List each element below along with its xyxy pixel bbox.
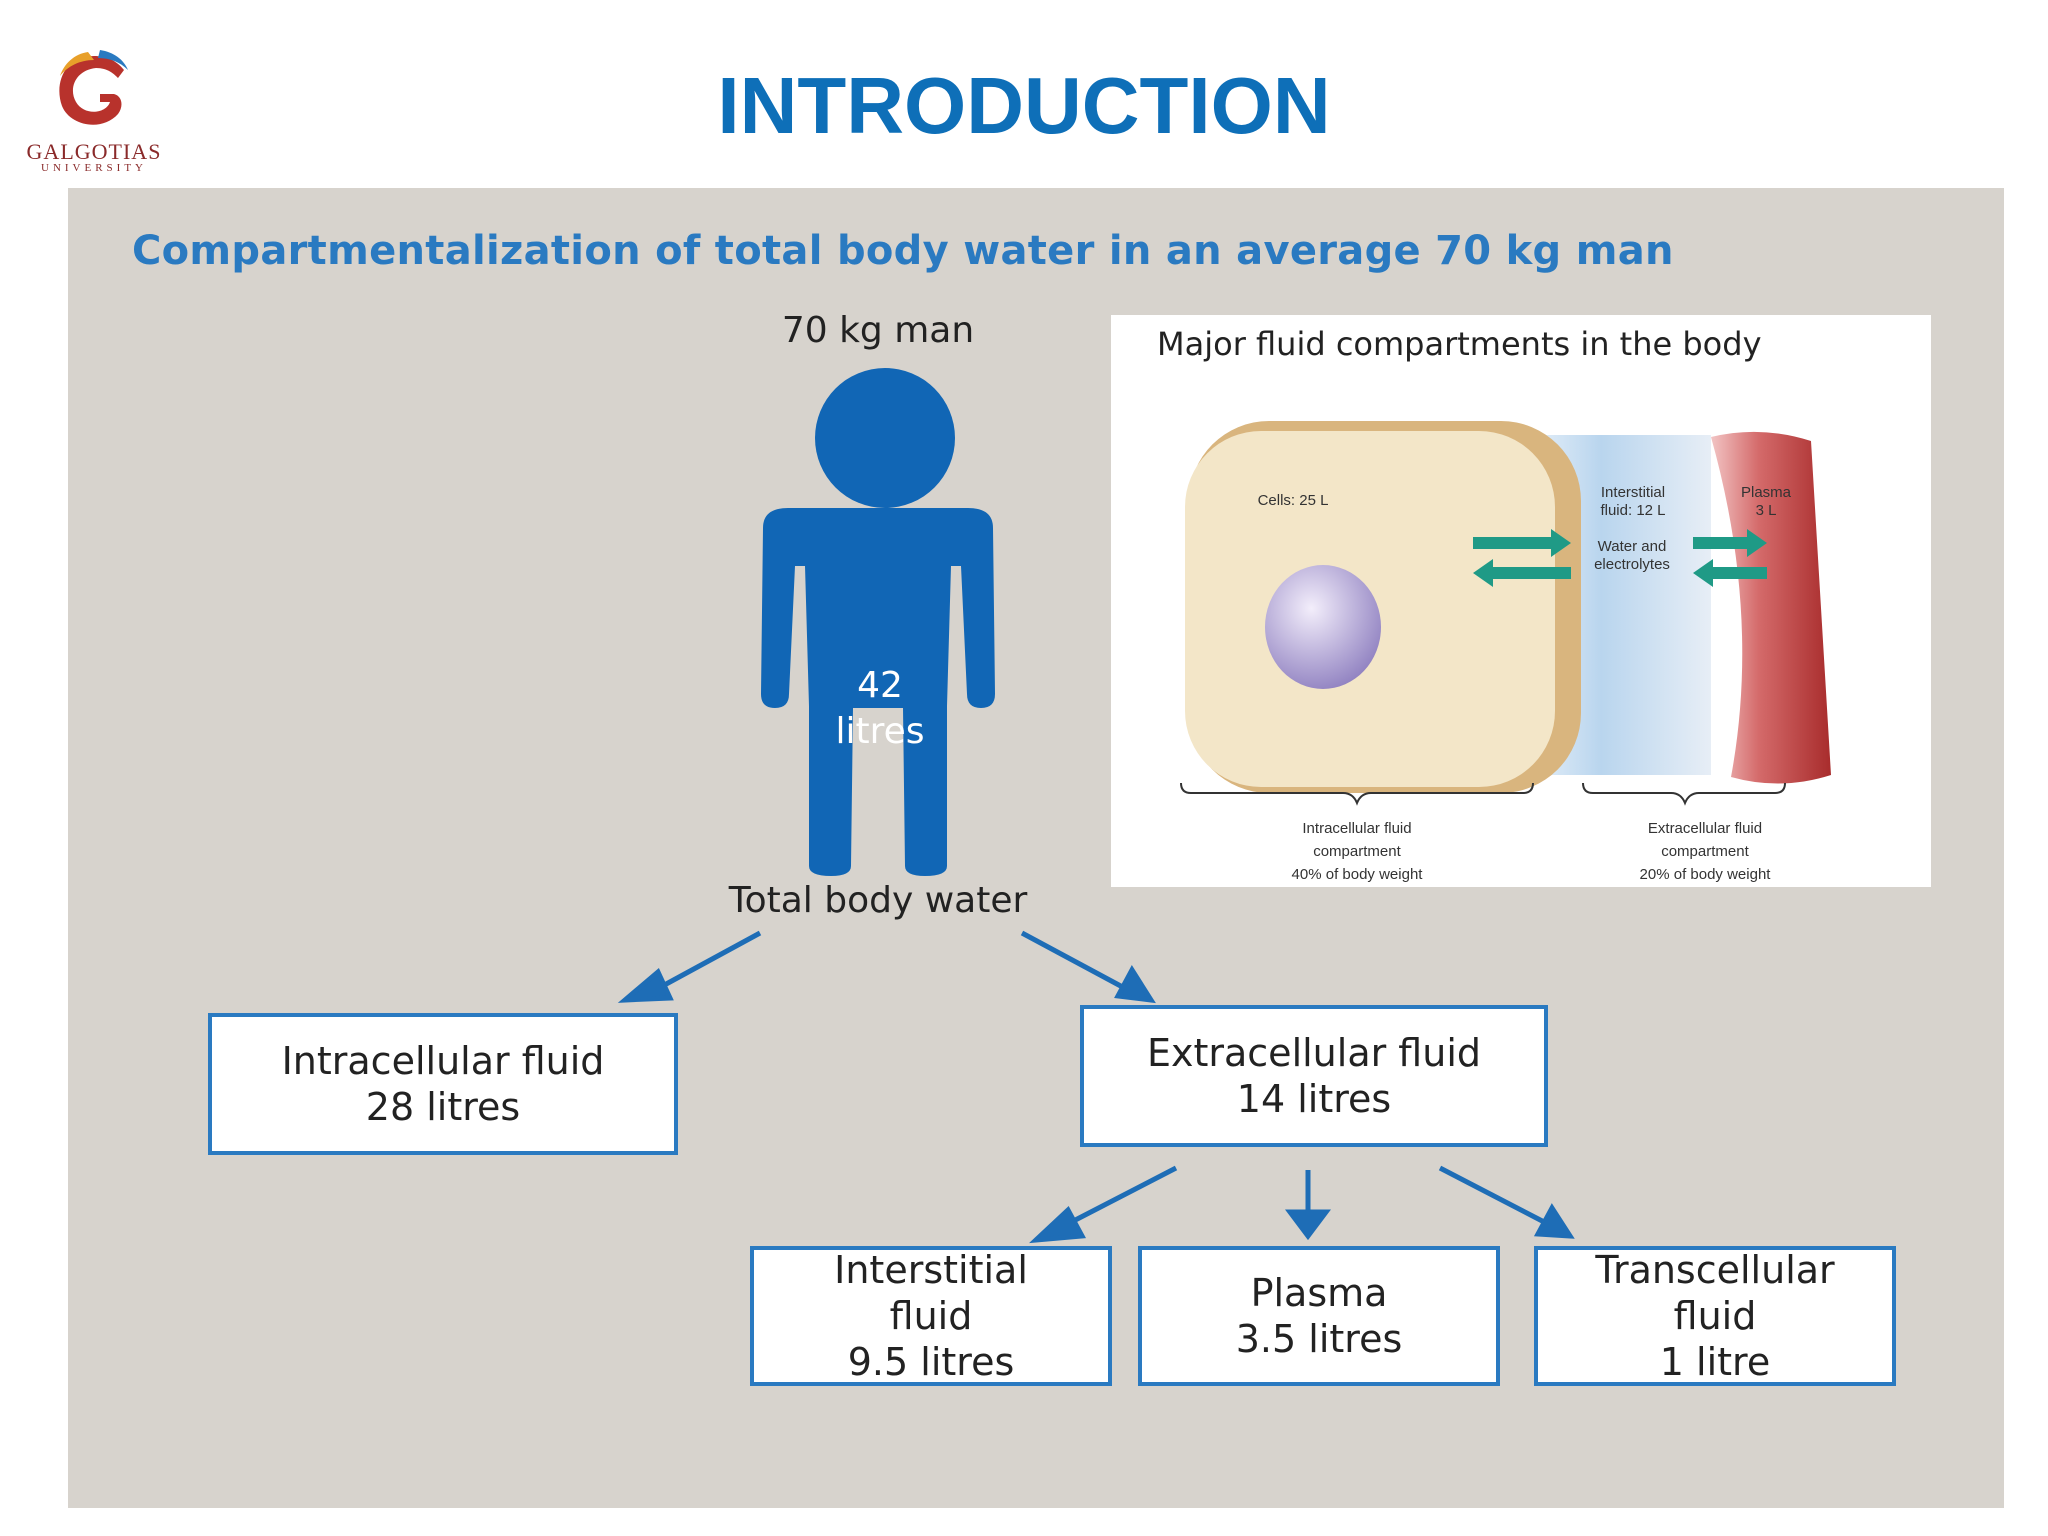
fluid-compartments-inset: Cells: 25 L Interstitial fluid: 12 L Pla… [1111,315,1931,887]
icf-label: Intracellular fluid [281,1039,605,1083]
icf-volume: 28 litres [365,1085,521,1129]
human-figure: 42 litres [733,368,1023,880]
arrow-to-transcellular [1438,1165,1550,1227]
man-label: 70 kg man [781,310,975,351]
interstitial-box: Interstitial fluid 9.5 litres [750,1246,1112,1386]
inset-interstitial-label: Interstitial [1601,484,1665,501]
logo-subtext: UNIVERSITY [41,162,147,174]
inset-plasma-label: Plasma [1741,484,1792,501]
inset-water-label: Water and [1598,538,1667,555]
total-body-water-label: Total body water [728,880,1028,921]
inset-icf-label-3: 40% of body weight [1292,866,1424,883]
inset-interstitial-label-2: fluid: 12 L [1600,502,1665,519]
interstitial-volume: 9.5 litres [847,1340,1015,1384]
logo-wordmark: GALGOTIAS [26,139,162,164]
ecf-box: Extracellular fluid 14 litres [1080,1005,1548,1147]
flow-arrows [617,930,1575,1244]
compartment-braces [1180,782,1786,806]
diagram-subtitle: Compartmentalization of total body water… [132,228,1674,274]
ecf-label: Extracellular fluid [1146,1031,1482,1075]
inset-ecf-label: Extracellular fluid [1648,820,1762,837]
logo-swirl-icon [59,50,128,125]
inset-icf-label: Intracellular fluid [1302,820,1411,837]
plasma-box: Plasma 3.5 litres [1138,1246,1500,1386]
icf-box: Intracellular fluid 28 litres [208,1013,678,1155]
diagram-panel: Compartmentalization of total body water… [68,188,2004,1508]
ecf-volume: 14 litres [1236,1077,1392,1121]
inset-water-label-2: electrolytes [1594,556,1670,573]
transcellular-box: Transcellular fluid 1 litre [1534,1246,1896,1386]
cell-nucleus [1265,565,1381,689]
arrowhead-interstitial [1029,1205,1087,1244]
arrowhead-ecf [1114,965,1156,1004]
man-volume-value: 42 [857,665,903,706]
inset-icf-label-2: compartment [1313,843,1401,860]
university-logo: GALGOTIAS UNIVERSITY [14,44,174,174]
inset-plasma-label-2: 3 L [1756,502,1777,519]
interstitial-label-2: fluid [889,1294,973,1338]
blood-vessel [1711,431,1831,784]
inset-title: Major fluid compartments in the body [1157,325,1762,363]
arrow-to-ecf [1020,930,1132,994]
plasma-volume: 3.5 litres [1235,1317,1403,1361]
transcellular-label: Transcellular [1595,1248,1835,1292]
inset-cells-label: Cells: 25 L [1258,492,1329,509]
arrowhead-transcellular [1533,1203,1575,1239]
transcellular-label-2: fluid [1673,1294,1757,1338]
human-body-icon [761,508,995,876]
arrowhead-plasma [1285,1209,1331,1241]
arrowhead-icf [617,967,674,1003]
transcellular-volume: 1 litre [1659,1340,1771,1384]
inset-ecf-label-2: compartment [1661,843,1749,860]
compartments-illustration: Cells: 25 L Interstitial fluid: 12 L Pla… [1180,421,1831,883]
man-volume-unit: litres [835,711,925,752]
interstitial-label: Interstitial [834,1248,1028,1292]
plasma-label: Plasma [1250,1271,1388,1315]
inset-ecf-label-3: 20% of body weight [1640,866,1772,883]
slide-title: INTRODUCTION [717,61,1331,150]
exchange-arrows [1473,529,1767,587]
human-head [815,368,955,508]
man-volume: 42 litres [800,663,960,755]
